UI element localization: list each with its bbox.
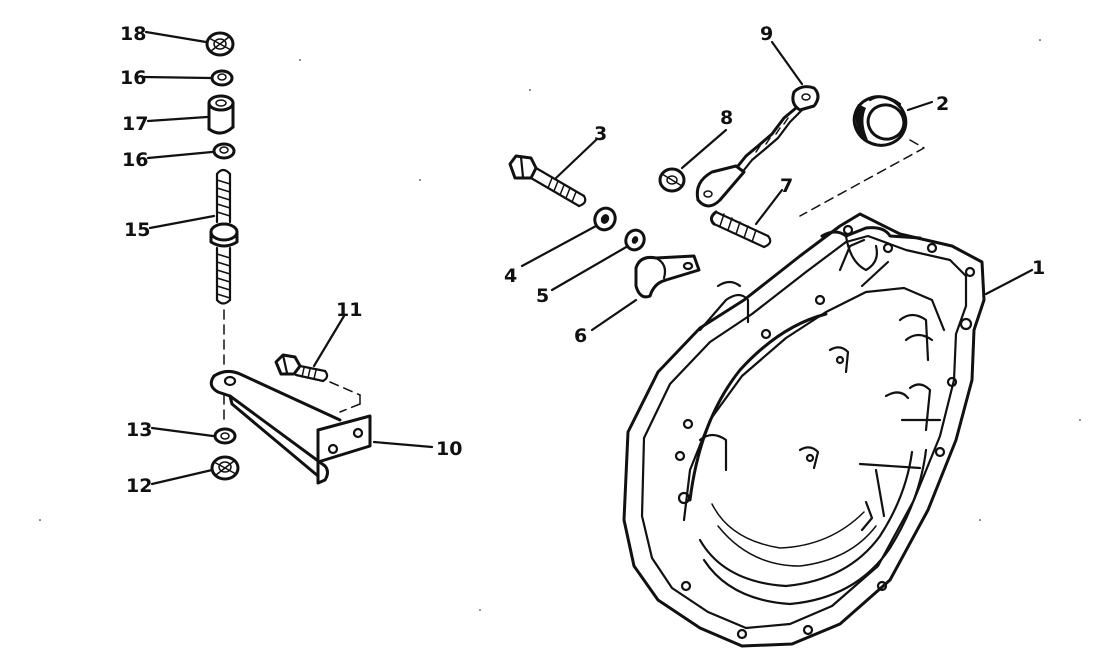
part-15-stud	[209, 168, 239, 305]
callout-18: 18	[120, 23, 146, 45]
part-16-washer-upper	[210, 69, 234, 87]
part-5-washer	[624, 228, 646, 252]
part-4-washer	[593, 206, 617, 232]
callout-1: 1	[1032, 257, 1045, 279]
callout-9: 9	[760, 23, 773, 45]
part-9-ground-strap	[695, 85, 820, 208]
part-1-flywheel-housing	[622, 212, 986, 648]
part-10-bracket	[209, 369, 372, 485]
callout-11: 11	[336, 299, 362, 321]
scan-specks	[39, 39, 1081, 611]
part-8-nut	[658, 167, 686, 193]
callout-10: 10	[436, 438, 462, 460]
callout-7: 7	[780, 175, 793, 197]
callout-5: 5	[536, 285, 549, 307]
callout-16-lower: 16	[122, 149, 148, 171]
callout-12: 12	[126, 475, 152, 497]
callout-3: 3	[594, 123, 607, 145]
part-13-washer	[213, 427, 237, 445]
callout-17: 17	[122, 113, 148, 135]
part-11-bolt	[274, 353, 329, 383]
part-18-nut	[205, 31, 235, 57]
callout-labels: 18 16 17 16 15 11 13 12 10 3 4 5 6 8 7 9…	[120, 23, 1045, 497]
part-6-clamp	[634, 254, 701, 299]
part-17-spacer	[207, 94, 235, 135]
leader-lines	[142, 30, 1034, 486]
part-2-seal	[852, 95, 908, 147]
callout-2: 2	[936, 93, 949, 115]
part-16-washer-lower	[212, 142, 236, 160]
assembly-line-seal	[799, 139, 925, 217]
part-7-stud	[709, 210, 772, 249]
callout-6: 6	[574, 325, 587, 347]
callout-16-upper: 16	[120, 67, 146, 89]
part-3-bolt	[508, 154, 587, 208]
callout-13: 13	[126, 419, 152, 441]
part-12-nut	[210, 455, 240, 481]
callout-4: 4	[504, 265, 517, 287]
callout-8: 8	[720, 107, 733, 129]
callout-15: 15	[124, 219, 150, 241]
